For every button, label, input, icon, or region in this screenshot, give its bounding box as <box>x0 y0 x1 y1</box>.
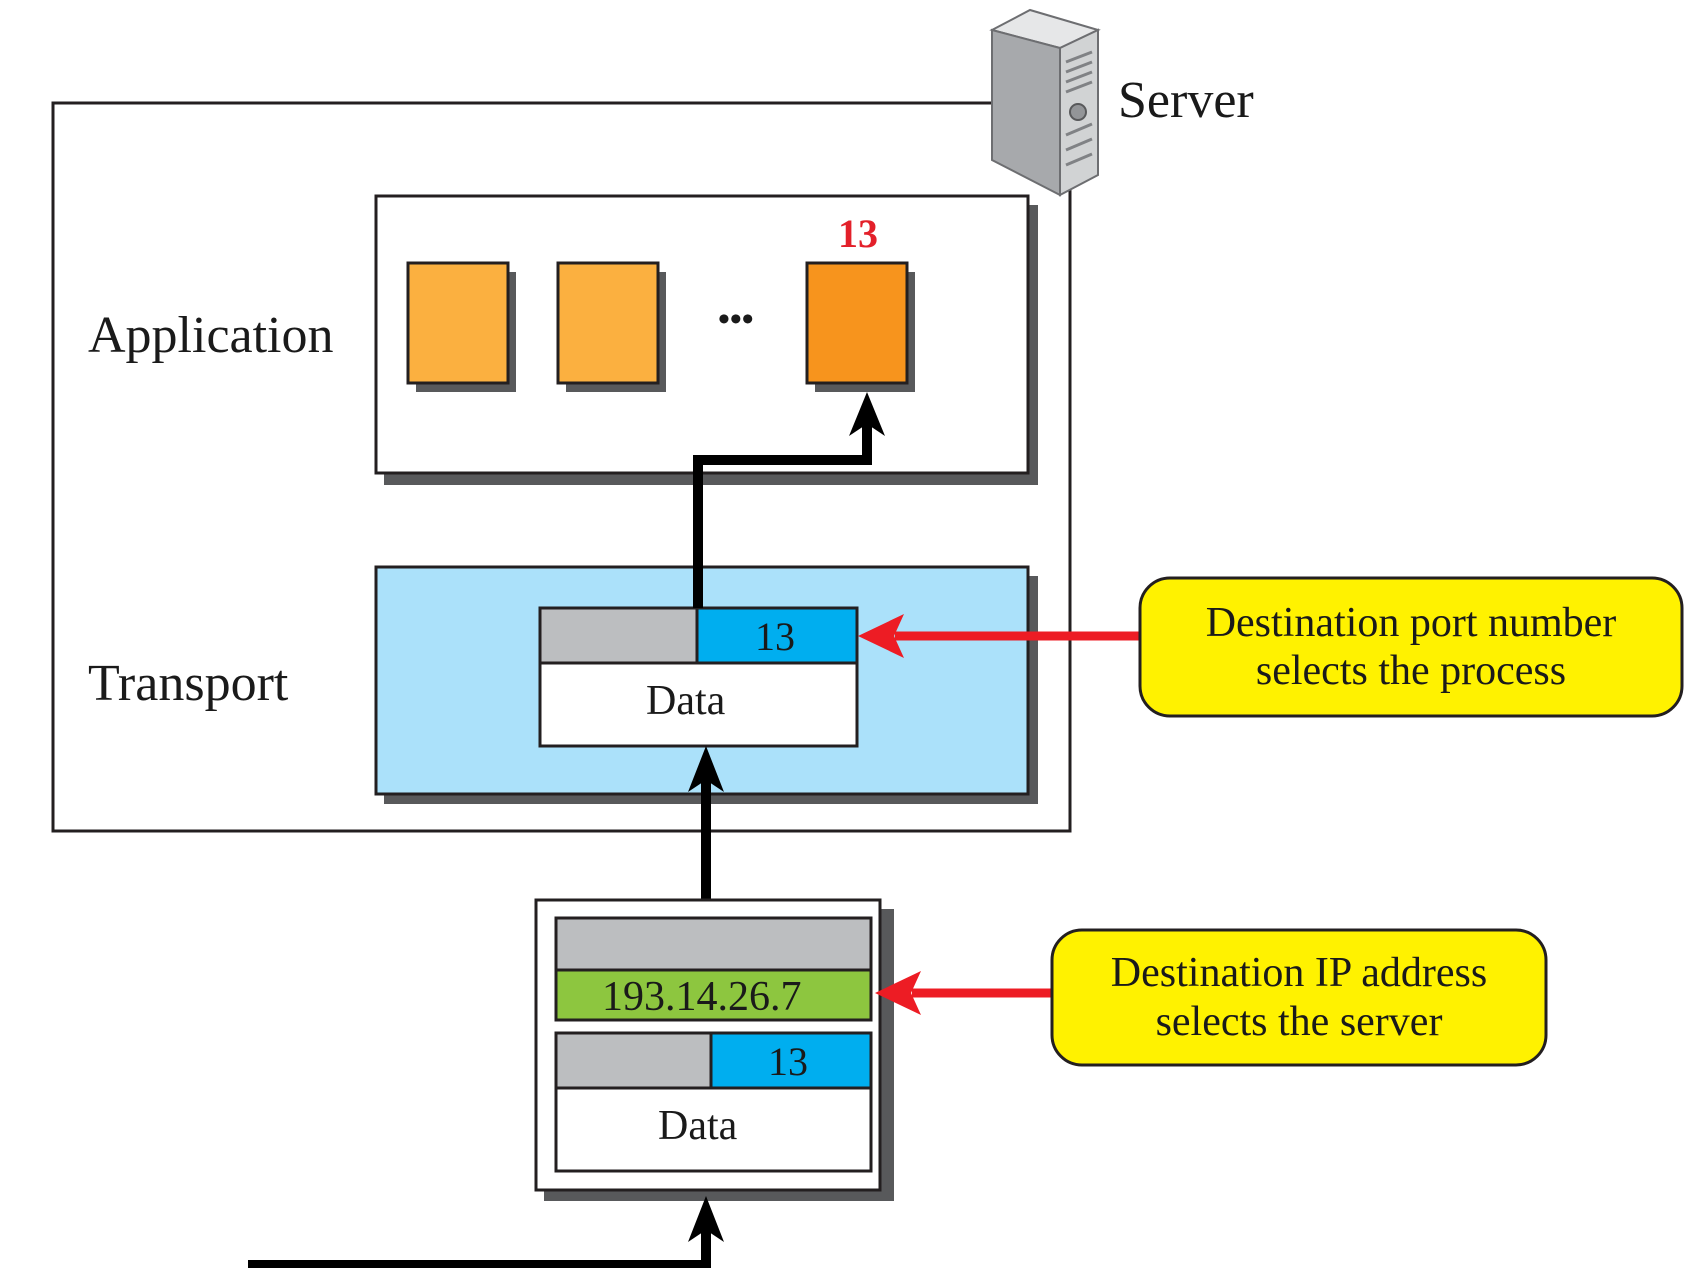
segment-port-number: 13 <box>755 614 795 659</box>
packet-data-field <box>554 1086 873 1173</box>
process-selected <box>805 261 909 385</box>
incoming-arrow <box>248 1225 711 1268</box>
ip-callout-line1: Destination IP address <box>1111 950 1487 996</box>
transport-layer-label: Transport <box>88 655 289 712</box>
packet-port-number: 13 <box>768 1039 808 1084</box>
process-1 <box>406 261 510 385</box>
process-ellipsis: ••• <box>718 301 754 338</box>
packet-ip-field <box>554 968 873 1022</box>
port-callout-line2: selects the process <box>1256 648 1566 694</box>
segment-header-grey <box>538 606 699 665</box>
server-icon <box>989 8 1101 197</box>
port-pointer-arrow-head <box>858 614 904 658</box>
delivery-arrow-to-process <box>693 420 872 608</box>
process-2 <box>556 261 660 385</box>
delivery-arrow-head-transport <box>688 746 724 792</box>
segment-data-label: Data <box>646 678 726 724</box>
port-callout-box <box>1138 576 1684 718</box>
incoming-arrow-head <box>688 1196 724 1242</box>
ip-pointer-arrow-head <box>875 971 921 1015</box>
application-layer-label: Application <box>88 307 334 364</box>
packet-data-label: Data <box>658 1103 738 1149</box>
packet-port-field <box>709 1031 873 1090</box>
ip-callout-line2: selects the server <box>1156 999 1443 1045</box>
server-label: Server <box>1118 72 1254 129</box>
selected-port-number: 13 <box>838 211 878 256</box>
packet-ip-address: 193.14.26.7 <box>602 974 802 1020</box>
ip-callout-box <box>1050 928 1548 1067</box>
packet-transport-header-grey <box>554 1031 713 1090</box>
packet-ip-header-grey <box>554 916 873 972</box>
port-callout-line1: Destination port number <box>1206 600 1617 646</box>
segment-data-field <box>538 661 859 748</box>
delivery-arrow-head-process <box>849 392 885 436</box>
